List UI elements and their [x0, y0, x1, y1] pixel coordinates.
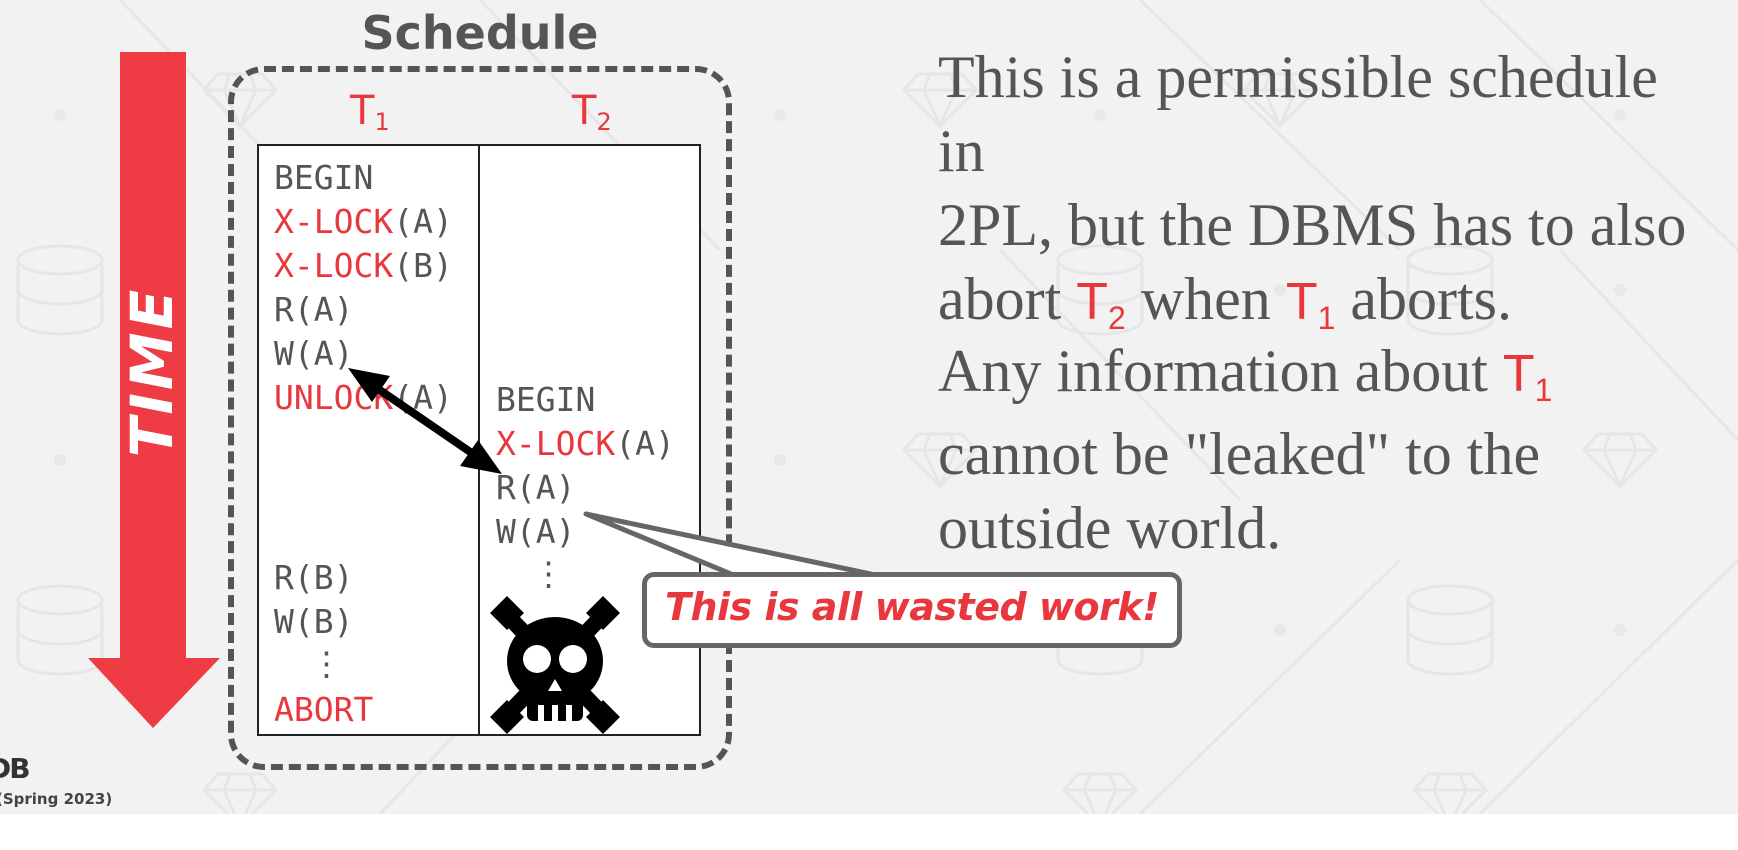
t1-header-sub: 1: [374, 108, 390, 136]
footer-logo: DB: [0, 752, 31, 785]
t1-op-ellipsis: ⋮: [310, 644, 343, 683]
t2-header-label: T: [572, 88, 597, 134]
t1-op-read-b: R(B): [274, 558, 354, 597]
time-arrow-icon: [88, 52, 220, 728]
t2-op-begin: BEGIN: [496, 380, 596, 419]
t1-op-xlock-a: X-LOCK(A): [274, 202, 453, 241]
t2-header-sub: 2: [596, 108, 612, 136]
para1-line2: 2PL, but the DBMS has to also: [938, 192, 1687, 258]
t1-op-xlock-b: X-LOCK(B): [274, 246, 453, 285]
t1-op-read-a: R(A): [274, 290, 354, 329]
paragraph-1: This is a permissible schedule in 2PL, b…: [938, 40, 1718, 345]
t2-op-xlock-a: X-LOCK(A): [496, 424, 675, 463]
slide: TIME Schedule T1 T2 BEGIN X-LOCK(A) X-LO…: [0, 0, 1738, 814]
callout-text: This is all wasted work!: [665, 585, 1159, 629]
t2-op-ellipsis: ⋮: [532, 554, 565, 593]
t2-header: T2: [572, 88, 612, 136]
schedule-title: Schedule: [361, 6, 599, 60]
callout-pointer: [583, 511, 883, 579]
para2-line3: outside world.: [938, 495, 1282, 561]
t1-header-label: T: [350, 88, 375, 134]
t1-op-abort: ABORT: [274, 690, 374, 729]
t2-op-write-a: W(A): [496, 512, 576, 551]
double-arrow-icon: [348, 368, 502, 474]
footer-term: (Spring 2023): [0, 790, 113, 808]
para2-line1: Any information about T1: [938, 338, 1553, 408]
skull-crossbones-icon: [490, 596, 620, 734]
para1-line1: This is a permissible schedule in: [938, 44, 1658, 184]
para2-line2: cannot be "leaked" to the: [938, 421, 1541, 487]
t1-op-write-a: W(A): [274, 334, 354, 373]
para1-line3: abort T2 when T1 aborts.: [938, 266, 1513, 336]
t1-op-write-b: W(B): [274, 602, 354, 641]
t1-header: T1: [350, 88, 390, 136]
t1-op-begin: BEGIN: [274, 158, 374, 197]
schedule-frame: [228, 66, 732, 770]
paragraph-2: Any information about T1 cannot be "leak…: [938, 334, 1718, 565]
table-divider: [478, 144, 480, 736]
t2-op-read-a: R(A): [496, 468, 576, 507]
callout-box: This is all wasted work!: [642, 572, 1182, 648]
